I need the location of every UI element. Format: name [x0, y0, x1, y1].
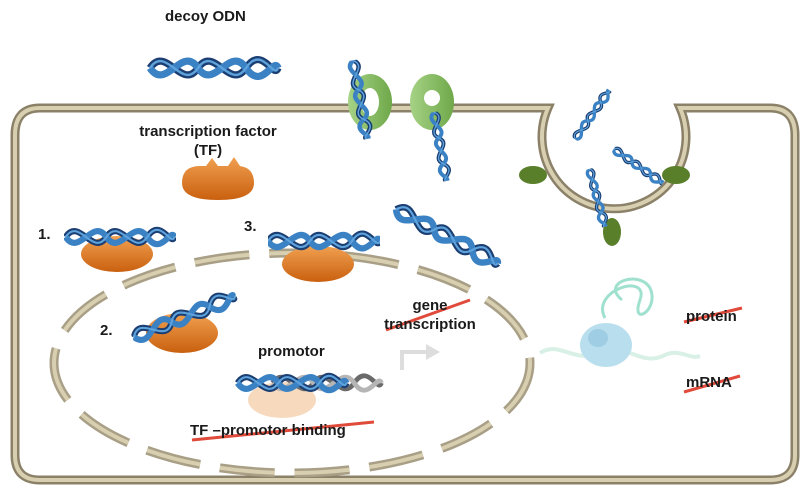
- gene-label-line1: gene: [412, 297, 448, 314]
- tf-label: transcription factor (TF): [118, 122, 298, 160]
- transcription-factor-icon: [146, 313, 218, 353]
- dna-helix-icon: [609, 143, 668, 189]
- transcription-factor-icon: [282, 246, 354, 282]
- transcription-factor-icon: [182, 157, 254, 200]
- ribosome-icon: [538, 277, 701, 367]
- gene-label-line2: transcription: [384, 316, 476, 333]
- cell-membrane: [10, 103, 800, 485]
- step-1-label: 1.: [38, 226, 51, 243]
- strike-gene: [385, 298, 471, 332]
- tf-label-line2: (TF): [193, 142, 223, 159]
- dna-helix-icon: [150, 60, 278, 77]
- tf-promotor-binding-label: TF –promotor binding: [190, 422, 346, 439]
- arrow-icon: [400, 344, 440, 370]
- mrna-label: mRNA: [686, 374, 732, 391]
- step-2-label: 2.: [100, 322, 113, 339]
- dna-helix-icon: [569, 85, 615, 144]
- promotor-site: [248, 382, 316, 418]
- tf-label-line1: transcription factor: [139, 123, 277, 140]
- strike-mrna: [683, 374, 741, 394]
- decoy-odn-label: decoy ODN: [165, 8, 246, 25]
- receptor-icon: [519, 166, 690, 246]
- protein-label: protein: [686, 308, 737, 325]
- strike-binding: [191, 420, 375, 442]
- promotor-label: promotor: [258, 343, 325, 360]
- gene-transcription-label: gene transcription: [370, 296, 490, 334]
- step-3-label: 3.: [244, 218, 257, 235]
- strike-protein: [683, 306, 743, 324]
